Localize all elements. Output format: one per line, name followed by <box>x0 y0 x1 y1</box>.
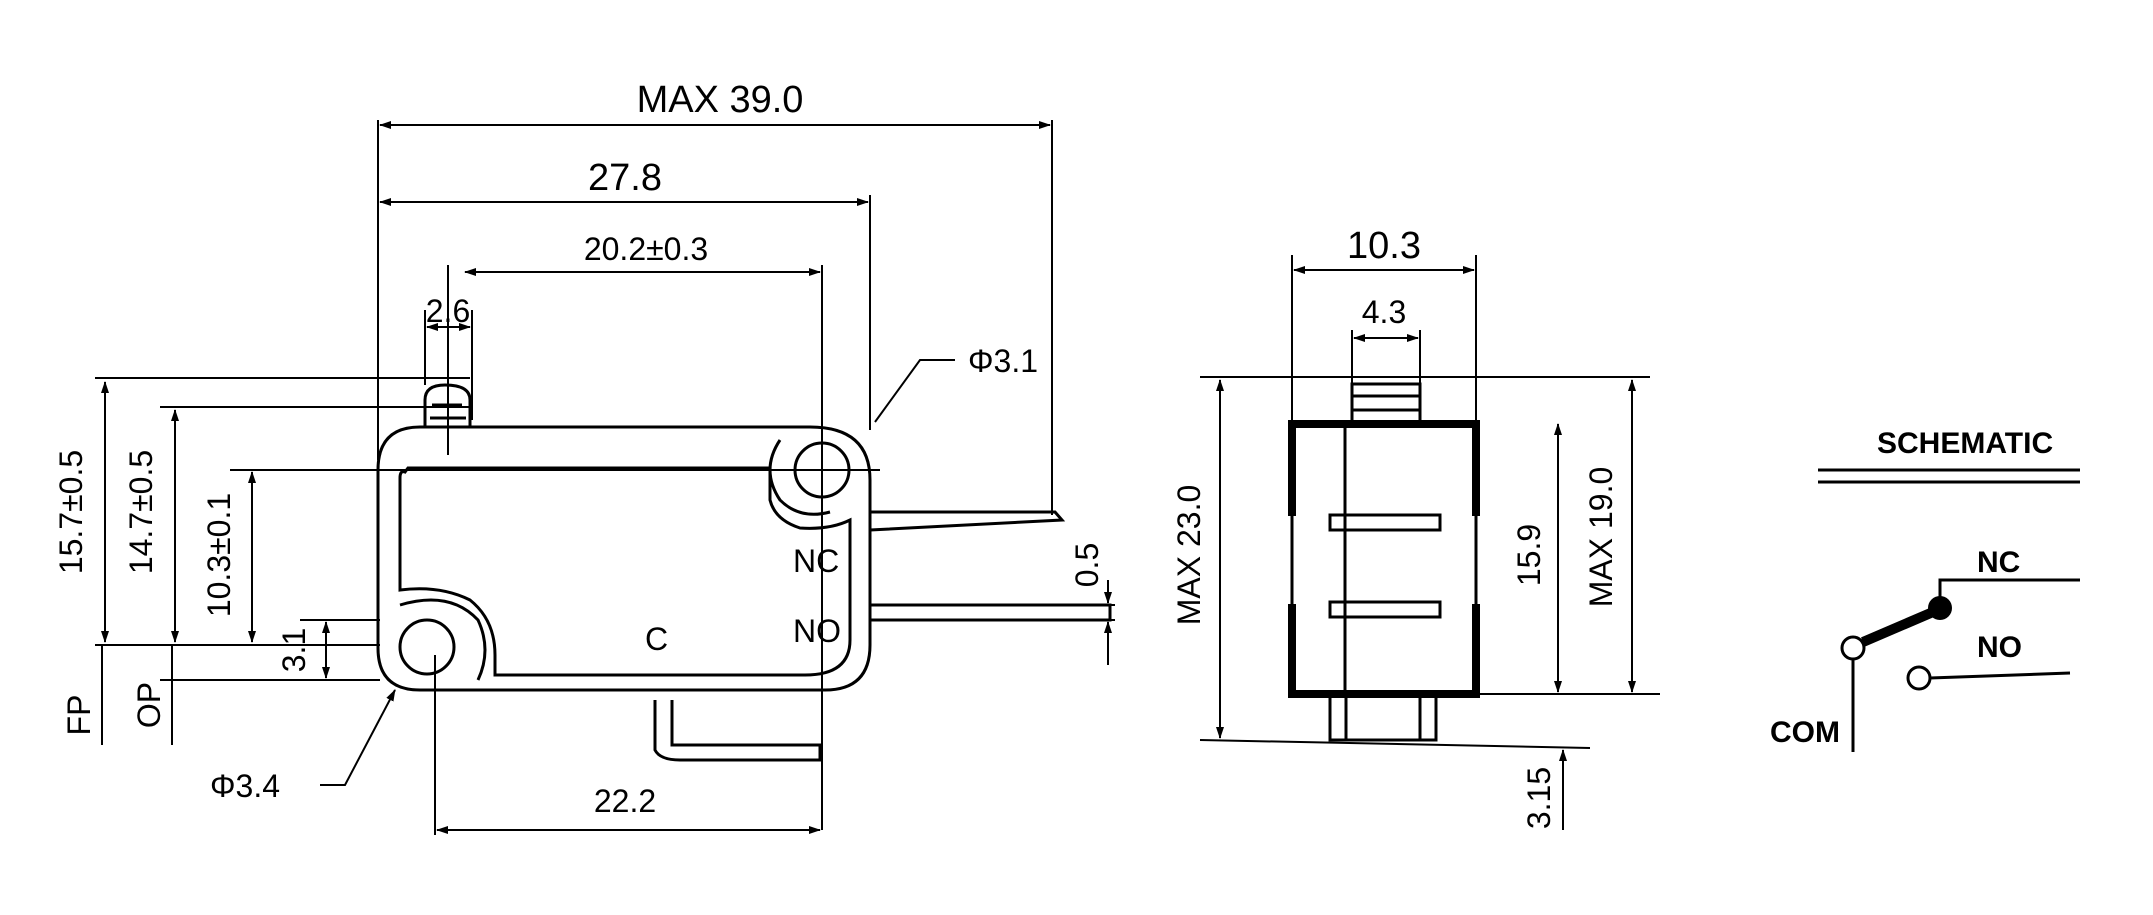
leader-phi-top <box>874 359 955 423</box>
switch-body-outline <box>376 425 872 692</box>
schematic-com-label: COM <box>1770 716 1840 749</box>
label-total-height: 15.7±0.5 <box>53 450 89 574</box>
front-plunger <box>1350 382 1422 426</box>
schematic-no-contact <box>1906 665 1932 691</box>
front-body <box>1288 420 1480 698</box>
label-hole-height: 10.3±0.1 <box>201 493 237 617</box>
label-body-length: 27.8 <box>588 157 662 199</box>
label-fp: FP <box>61 695 97 736</box>
front-slot-upper <box>1328 513 1442 532</box>
label-front-max-height: MAX 23.0 <box>1171 485 1207 626</box>
label-terminal-no: NO <box>793 613 841 649</box>
schematic-title: SCHEMATIC <box>1877 427 2053 460</box>
label-op: OP <box>131 682 167 728</box>
schematic-no-line <box>1929 671 2071 680</box>
label-plunger-width: 2.6 <box>426 293 470 329</box>
label-bottom-pitch: 22.2 <box>594 783 656 819</box>
label-terminal-c: C <box>645 621 668 657</box>
label-front-plunger: 4.3 <box>1362 294 1406 330</box>
label-op-height: 14.7±0.5 <box>123 450 159 574</box>
schematic: SCHEMATIC NC NO COM <box>1770 427 2080 752</box>
schematic-nc-line <box>1938 578 2080 608</box>
label-front-body-height: 15.9 <box>1511 524 1547 586</box>
bottom-mounting-hole <box>398 598 487 681</box>
label-overall-length: MAX 39.0 <box>637 79 804 121</box>
top-mounting-hole <box>768 439 851 516</box>
label-terminal-gap: 0.5 <box>1069 543 1105 587</box>
front-view: 10.3 4.3 MAX 23.0 15.9 MAX 19.0 3.15 <box>1171 225 1660 830</box>
schematic-com-contact <box>1840 635 1866 661</box>
label-hole-pitch: 20.2±0.3 <box>584 231 708 267</box>
label-hole-top: Φ3.1 <box>968 343 1038 379</box>
label-front-max-body: MAX 19.0 <box>1583 467 1619 608</box>
schematic-nc-contact <box>1928 596 1952 620</box>
label-hole-bottom: Φ3.4 <box>210 768 280 804</box>
front-base <box>1328 692 1438 742</box>
schematic-nc-label: NC <box>1977 546 2020 579</box>
terminals <box>653 510 1112 762</box>
leader-phi-bottom <box>320 689 396 786</box>
front-slot-lower <box>1328 600 1442 619</box>
schematic-no-label: NO <box>1977 631 2022 664</box>
label-hole-offset: 3.1 <box>276 628 312 672</box>
label-terminal-nc: NC <box>793 543 839 579</box>
label-front-width: 10.3 <box>1347 225 1421 267</box>
schematic-lever <box>1861 607 1935 647</box>
switch-body-inner <box>398 466 852 677</box>
side-view: MAX 39.0 27.8 20.2±0.3 2.6 Φ3.1 Φ3.4 15.… <box>53 79 1115 835</box>
label-base-offset: 3.15 <box>1521 767 1557 829</box>
